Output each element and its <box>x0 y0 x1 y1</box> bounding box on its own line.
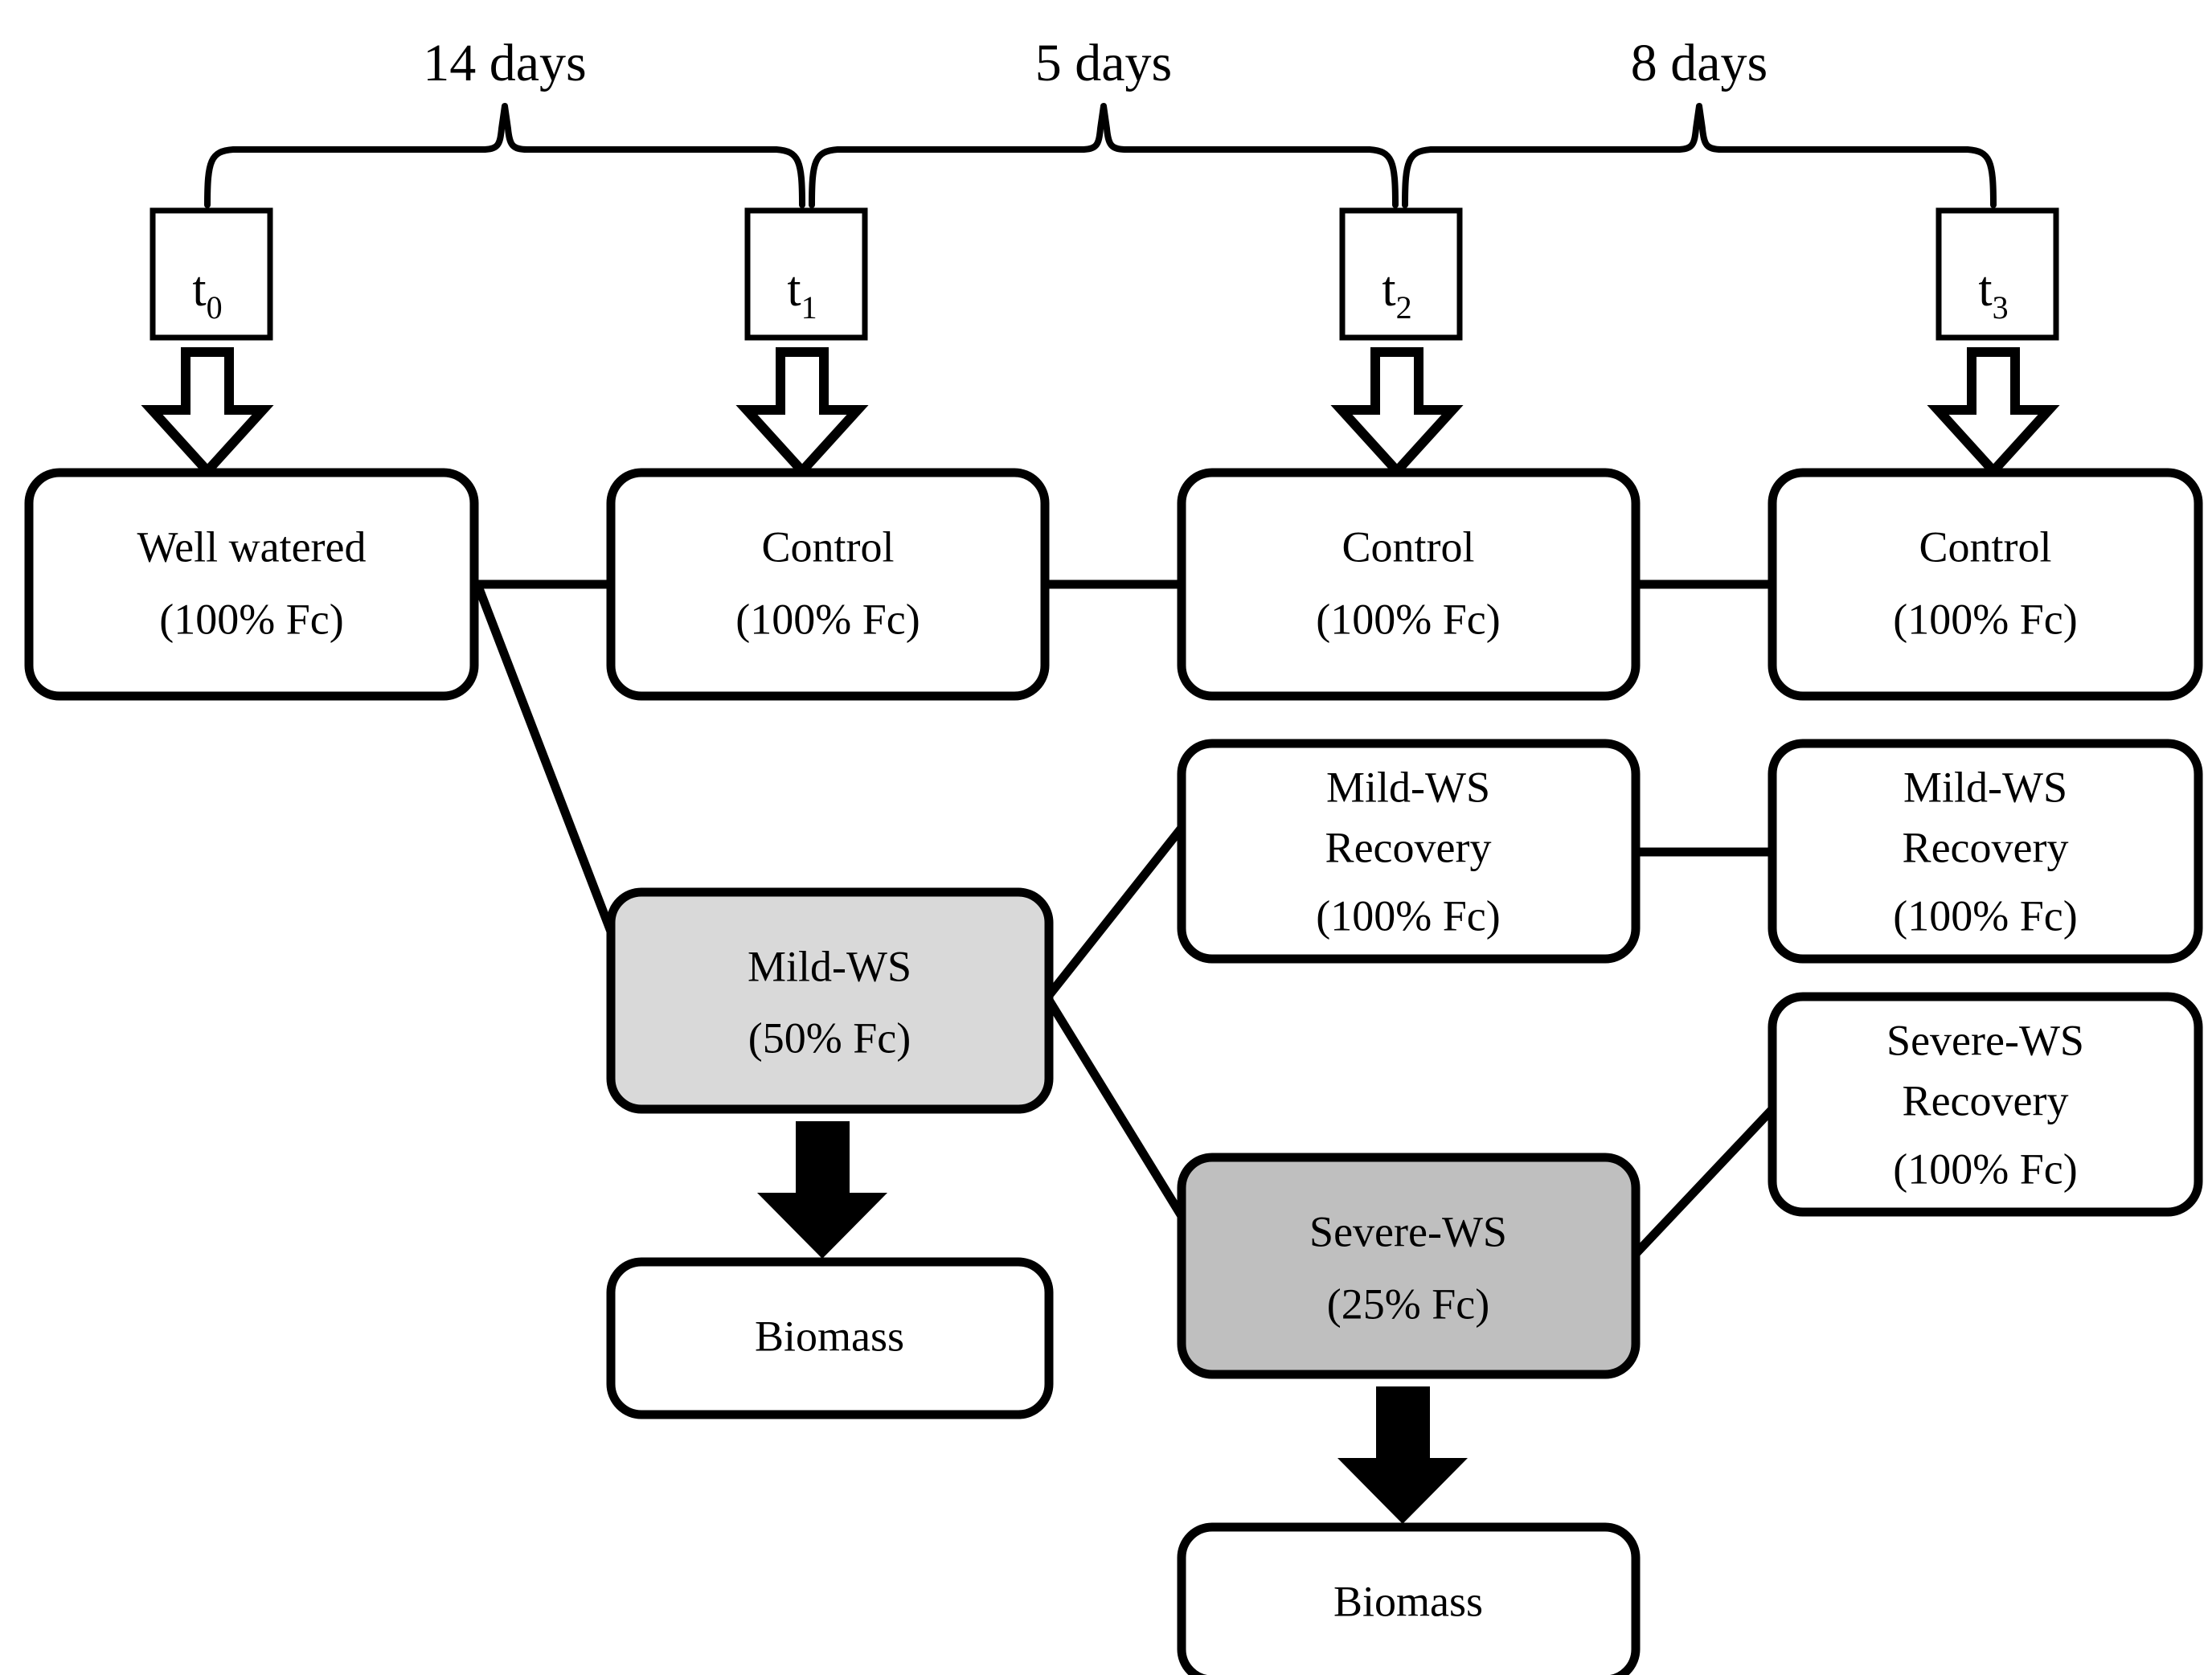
timepoint-base-t2: t <box>1382 262 1395 317</box>
box-control-t2-line2: (100% Fc) <box>1316 595 1500 643</box>
box-severe-ws-line1: Severe-WS <box>1309 1207 1507 1255</box>
svg-text:t1: t1 <box>787 262 817 326</box>
curly-brace-icon <box>204 103 805 208</box>
hollow-down-arrow-icon <box>735 347 869 478</box>
box-biomass-severe-label: Biomass <box>1333 1577 1483 1625</box>
box-severe-ws-recovery-t3[interactable]: Severe-WS Recovery (100% Fc) <box>1768 992 2203 1217</box>
curly-brace-icon <box>809 103 1399 208</box>
timepoint-box-t0: t0 <box>150 207 273 341</box>
connector-wellwatered-to-mildws <box>473 583 624 954</box>
connector-mildws-to-severews <box>1043 995 1186 1218</box>
box-mild-ws-recovery-t2[interactable]: Mild-WS Recovery (100% Fc) <box>1177 739 1641 964</box>
timepoint-base-t0: t <box>192 262 206 317</box>
box-mild-recovery-t3-line1: Mild-WS <box>1903 763 2067 811</box>
solid-down-arrow-icon <box>1337 1386 1468 1524</box>
days-label-8: 8 days <box>1631 34 1768 92</box>
box-well-watered-line2: (100% Fc) <box>159 595 343 643</box>
brace-8-days <box>1402 103 1997 208</box>
hollow-down-arrow-icon <box>1927 347 2060 478</box>
box-control-t3-line1: Control <box>1919 522 2051 571</box>
timepoint-box-t1: t1 <box>744 207 868 341</box>
svg-text:t0: t0 <box>192 262 222 326</box>
timepoint-sub-t2: 2 <box>1396 289 1412 326</box>
box-well-watered[interactable]: Well watered (100% Fc) <box>24 468 479 701</box>
timepoint-box-t3: t3 <box>1936 207 2059 341</box>
box-mild-ws-line1: Mild-WS <box>748 942 911 990</box>
timepoint-sub-t0: 0 <box>207 289 223 326</box>
box-control-t3[interactable]: Control (100% Fc) <box>1768 468 2203 701</box>
box-biomass-mild-label: Biomass <box>755 1312 904 1360</box>
curly-brace-icon <box>1402 103 1997 208</box>
hollow-down-arrow-icon <box>1330 347 1464 478</box>
arrow-mildws-to-biomass <box>757 1121 887 1259</box>
svg-text:t2: t2 <box>1382 262 1411 326</box>
box-biomass-mild[interactable]: Biomass <box>606 1257 1054 1419</box>
box-control-t1[interactable]: Control (100% Fc) <box>606 468 1050 701</box>
box-mild-recovery-t2-line2: Recovery <box>1325 823 1492 871</box>
box-control-t1-line2: (100% Fc) <box>735 595 920 643</box>
box-mild-recovery-t2-line1: Mild-WS <box>1326 763 1490 811</box>
arrow-t1-to-control <box>735 347 869 478</box>
arrow-severews-to-biomass <box>1337 1386 1468 1524</box>
box-severe-recovery-line2: Recovery <box>1903 1076 2069 1124</box>
timepoint-sub-t1: 1 <box>801 289 817 326</box>
arrow-t3-to-control <box>1927 347 2060 478</box>
box-severe-recovery-line3: (100% Fc) <box>1893 1145 2077 1193</box>
timepoint-sub-t3: 3 <box>1993 289 2009 326</box>
days-label-5: 5 days <box>1035 34 1172 92</box>
arrow-t0-to-well-watered <box>141 347 274 478</box>
box-severe-recovery-line1: Severe-WS <box>1886 1016 2084 1064</box>
arrow-t2-to-control <box>1330 347 1464 478</box>
solid-down-arrow-icon <box>757 1121 887 1259</box>
connector-severews-to-severerecovery <box>1632 1106 1776 1257</box>
svg-text:t3: t3 <box>1978 262 2008 326</box>
box-mild-recovery-t3-line3: (100% Fc) <box>1893 891 2077 940</box>
timepoint-box-t2: t2 <box>1339 207 1463 341</box>
box-mild-recovery-t2-line3: (100% Fc) <box>1316 891 1500 940</box>
days-label-14: 14 days <box>423 34 586 92</box>
box-control-t3-line2: (100% Fc) <box>1893 595 2077 643</box>
box-mild-ws-line2: (50% Fc) <box>748 1014 911 1062</box>
box-control-t2[interactable]: Control (100% Fc) <box>1177 468 1641 701</box>
brace-14-days <box>204 103 805 208</box>
box-well-watered-line1: Well watered <box>137 522 366 571</box>
connector-mildws-to-mildrecovery <box>1043 825 1186 1001</box>
box-severe-ws-line2: (25% Fc) <box>1327 1280 1489 1328</box>
timepoint-base-t3: t <box>1978 262 1992 317</box>
box-control-t1-line1: Control <box>761 522 894 571</box>
box-mild-ws-recovery-t3[interactable]: Mild-WS Recovery (100% Fc) <box>1768 739 2203 964</box>
box-biomass-severe[interactable]: Biomass <box>1177 1522 1641 1675</box>
box-mild-ws[interactable]: Mild-WS (50% Fc) <box>606 887 1054 1114</box>
box-control-t2-line1: Control <box>1342 522 1474 571</box>
hollow-down-arrow-icon <box>141 347 274 478</box>
box-severe-ws[interactable]: Severe-WS (25% Fc) <box>1177 1153 1641 1379</box>
brace-5-days <box>809 103 1399 208</box>
box-mild-recovery-t3-line2: Recovery <box>1903 823 2069 871</box>
timepoint-base-t1: t <box>787 262 801 317</box>
